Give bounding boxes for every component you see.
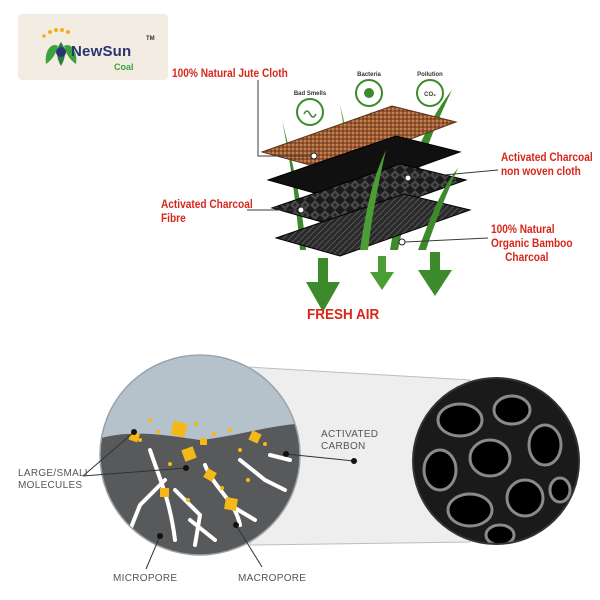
bad-smells-label: Bad Smells xyxy=(294,91,327,97)
charcoal-fibre-label: Activated Charcoal Fibre xyxy=(161,198,253,226)
bamboo-charcoal-label: 100% Natural Organic Bamboo Charcoal xyxy=(491,223,573,265)
brand-logo: NewSun TM Coal xyxy=(18,14,168,80)
nonwoven-cloth-label-line1: Activated Charcoal xyxy=(501,152,593,164)
bamboo-charcoal-label-line3: Charcoal xyxy=(505,252,549,264)
charcoal-fibre-label-line1: Activated Charcoal xyxy=(161,199,253,211)
brand-name: NewSun xyxy=(71,43,132,60)
bacteria-label: Bacteria xyxy=(357,72,381,78)
nonwoven-cloth-layer xyxy=(266,135,462,199)
co2-label: CO₂ xyxy=(424,92,436,98)
activated-carbon-label-line1: ACTIVATED xyxy=(321,429,379,440)
bamboo-charcoal-label-line2: Organic Bamboo xyxy=(491,238,573,250)
sem-micrograph xyxy=(413,378,579,544)
charcoal-fibre-label-line2: Fibre xyxy=(161,213,186,225)
micropore-label: MICROPORE xyxy=(113,573,178,584)
molecules-label: LARGE/SMALL MOLECULES xyxy=(18,468,91,492)
nonwoven-cloth-label: Activated Charcoal non woven cloth xyxy=(501,151,593,179)
activated-carbon-label: ACTIVATED CARBON xyxy=(321,429,378,453)
molecules-cluster xyxy=(128,418,267,511)
bad-smells-badge: Bad Smells xyxy=(294,91,327,126)
bamboo-charcoal-layer xyxy=(274,193,472,257)
pollution-label: Pollution xyxy=(417,72,443,78)
pore-diagram xyxy=(82,354,580,570)
jute-cloth-label: 100% Natural Jute Cloth xyxy=(172,68,288,80)
nonwoven-cloth-label-line2: non woven cloth xyxy=(501,166,581,178)
activated-carbon-label-line2: CARBON xyxy=(321,441,366,452)
filter-layers-illustration: Bad Smells Bacteria Pollution CO₂ xyxy=(247,72,499,312)
bamboo-charcoal-label-line1: 100% Natural xyxy=(491,224,555,236)
macropore-label: MACROPORE xyxy=(238,573,307,584)
brand-trademark: TM xyxy=(146,36,155,42)
jute-cloth-layer xyxy=(260,105,458,171)
leaf-logo-icon xyxy=(42,28,77,66)
charcoal-fibre-layer xyxy=(270,163,468,227)
bacteria-badge: Bacteria xyxy=(355,72,383,107)
molecules-label-line2: MOLECULES xyxy=(18,480,83,491)
brand-subtitle: Coal xyxy=(114,62,134,72)
pollution-badge: Pollution CO₂ xyxy=(416,72,444,107)
molecules-label-line1: LARGE/SMALL xyxy=(18,468,91,479)
fresh-air-label: FRESH AIR xyxy=(307,306,380,323)
fresh-air-arrows xyxy=(306,252,452,312)
